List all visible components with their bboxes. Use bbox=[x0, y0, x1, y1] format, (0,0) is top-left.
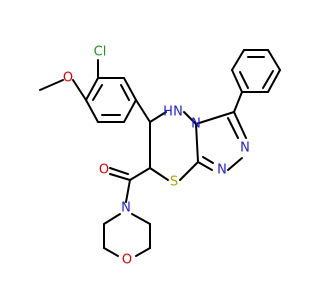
atom-n-morpholine: N bbox=[121, 201, 131, 216]
atom-cl: Cl bbox=[94, 45, 107, 60]
bond-c6-n5 bbox=[149, 111, 167, 123]
bond-n1-c8a bbox=[197, 161, 213, 171]
atom-n5: N bbox=[173, 105, 183, 120]
bond-ph1-ph2-inner bbox=[239, 71, 249, 89]
atom-o-morpholine: O bbox=[122, 253, 132, 268]
atom-n1-triazole: N bbox=[217, 163, 227, 178]
bond-c8a-s bbox=[179, 161, 199, 181]
atom-s: S bbox=[170, 175, 178, 190]
bond-ar1-ar2 bbox=[85, 77, 99, 101]
bond-n4-c3 bbox=[195, 111, 235, 125]
bond-ph1-ph2 bbox=[231, 69, 243, 93]
atom-h-on-n5: H bbox=[163, 105, 173, 120]
bond-ar3-ar4 bbox=[123, 77, 137, 101]
bond-o-aryl bbox=[72, 79, 87, 101]
bond-aryl-c6 bbox=[135, 99, 151, 123]
atoms: Cl O H N N N N S O N O bbox=[63, 45, 250, 268]
bond-ph4-ph5 bbox=[267, 49, 281, 71]
bonds bbox=[39, 49, 281, 257]
bond-c2-om bbox=[135, 247, 151, 257]
bond-ar1-ar2-inner bbox=[92, 84, 103, 101]
bond-carbonyl-n bbox=[125, 179, 131, 203]
bond-c3-n2 bbox=[233, 111, 247, 139]
chemical-structure: Cl O H N N N N S O N O bbox=[39, 45, 281, 268]
bond-ar6-ar1 bbox=[85, 99, 99, 123]
bond-nm-c1 bbox=[131, 213, 151, 225]
bond-n2-n1 bbox=[227, 157, 243, 171]
atom-o-methoxy: O bbox=[63, 71, 73, 86]
bond-s-c7 bbox=[149, 167, 169, 181]
bond-om-c3 bbox=[103, 247, 119, 257]
bond-c3-n2-inner bbox=[227, 117, 239, 139]
bond-c7-carbonyl bbox=[129, 167, 151, 181]
bond-methyl-o bbox=[39, 79, 64, 91]
bond-n4-c8a bbox=[195, 123, 199, 163]
atom-n4: N bbox=[191, 117, 201, 132]
bond-c4-nm bbox=[103, 213, 121, 225]
atom-n2-triazole: N bbox=[240, 141, 250, 156]
bond-n5-n4 bbox=[183, 111, 197, 125]
bond-n1-c8a-inner bbox=[202, 156, 214, 164]
bond-carbonyl-o-2 bbox=[109, 167, 129, 175]
bond-c3-ph bbox=[233, 91, 243, 113]
bond-carbonyl-o-1 bbox=[109, 173, 131, 181]
bond-ph2-ph3 bbox=[231, 49, 245, 71]
bond-ph5-ph6-inner bbox=[262, 70, 274, 89]
bond-ar4-ar5 bbox=[123, 99, 137, 123]
atom-o-carbonyl: O bbox=[99, 163, 109, 178]
bond-ar3-ar4-inner bbox=[120, 84, 130, 101]
bond-ph5-ph6 bbox=[267, 69, 281, 93]
